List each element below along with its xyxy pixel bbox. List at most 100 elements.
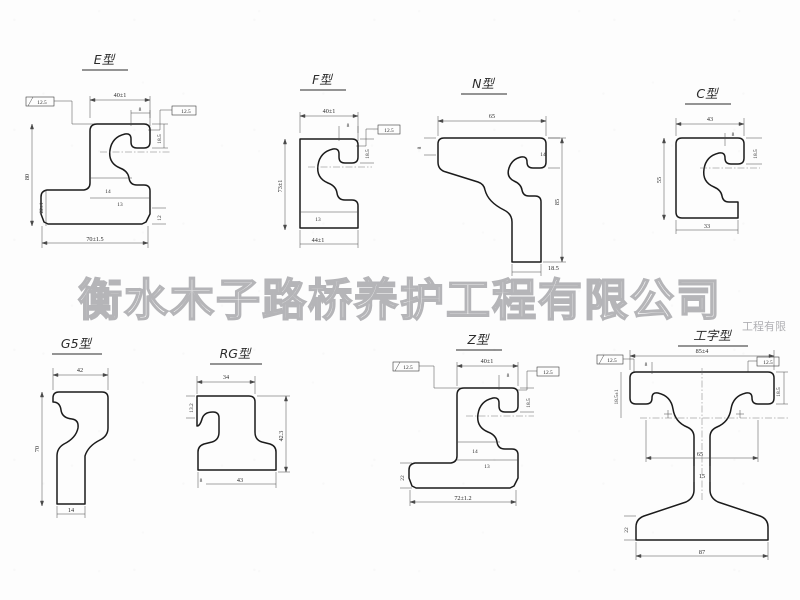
- watermark-small-text: 工程有限: [742, 320, 786, 333]
- svg-text:40±1: 40±1: [481, 358, 494, 365]
- svg-text:42.3: 42.3: [278, 431, 285, 442]
- profile-rg-outline: [196, 395, 277, 471]
- dim-e-bottom-width: 70±1.5: [41, 226, 149, 248]
- profile-n: N型 65 8 14: [417, 76, 566, 276]
- svg-text:13: 13: [484, 464, 490, 470]
- svg-text:72±1.2: 72±1.2: [454, 495, 471, 502]
- svg-text:12.5: 12.5: [607, 358, 617, 364]
- svg-text:33: 33: [704, 223, 710, 230]
- svg-text:85: 85: [554, 199, 561, 205]
- surface-finish-symbol: 12.5: [356, 124, 401, 147]
- svg-text:65: 65: [697, 451, 703, 458]
- dim-ibeam-left-total: 18.5±1: [614, 372, 622, 418]
- profile-e-title: E型: [94, 52, 116, 67]
- dim-ibeam-bottom-width: 87: [635, 542, 769, 560]
- dim-n-notch-height: 14: [540, 137, 560, 169]
- dim-n-left-thickness: 8: [417, 137, 436, 156]
- svg-text:13: 13: [117, 202, 123, 208]
- dim-e-left-total: 80: [24, 123, 34, 227]
- dim-e-top-width: 40±1: [89, 92, 151, 118]
- svg-text:8: 8: [507, 373, 510, 379]
- dim-n-right-height: 85: [543, 137, 566, 263]
- svg-text:85±4: 85±4: [696, 348, 709, 355]
- svg-text:18.5: 18.5: [365, 149, 371, 159]
- svg-text:44±1: 44±1: [312, 237, 325, 244]
- profile-rg: RG型 34 13.2 42.3: [186, 346, 290, 488]
- dim-e-top-small: 8: [130, 107, 151, 126]
- dim-n-top-width: 65: [437, 113, 547, 136]
- surface-finish-symbol-right: 12.5: [738, 356, 780, 373]
- profile-n-title: N型: [472, 76, 495, 91]
- profile-c-outline: [675, 137, 745, 219]
- svg-text:18.5: 18.5: [548, 265, 559, 272]
- dim-ibeam-waist-thickness: 15: [693, 466, 711, 482]
- svg-text:70±1.5: 70±1.5: [86, 236, 103, 243]
- svg-text:18.5: 18.5: [157, 134, 163, 144]
- svg-text:8: 8: [139, 107, 142, 113]
- svg-text:14: 14: [105, 189, 111, 195]
- profile-ibeam-outline: [629, 371, 775, 541]
- svg-text:14: 14: [472, 449, 478, 455]
- svg-text:12: 12: [157, 215, 163, 221]
- surface-finish-symbol-left: 12.5: [25, 96, 140, 125]
- svg-text:55: 55: [656, 177, 663, 183]
- dim-c-top-small: 8: [724, 132, 735, 146]
- dim-ibeam-right-height: 18.5: [776, 371, 788, 405]
- profile-rg-title: RG型: [220, 346, 252, 361]
- profile-f-title: F型: [312, 72, 333, 87]
- svg-text:15: 15: [699, 473, 705, 480]
- profile-g5-title: G5型: [61, 336, 93, 351]
- profile-e: E型 12.5 12.5: [24, 52, 197, 248]
- dim-ibeam-top-small: 8: [645, 362, 653, 374]
- dim-g5-left-height: 70: [34, 391, 44, 507]
- dim-c-right-height: 18.5: [746, 137, 762, 165]
- svg-text:14: 14: [68, 507, 74, 514]
- svg-text:8: 8: [200, 478, 203, 484]
- svg-text:22: 22: [624, 527, 630, 533]
- dim-e-right-height: 18.5: [152, 123, 168, 149]
- svg-text:42: 42: [77, 367, 83, 374]
- dim-z-top-width: 40±1: [456, 358, 519, 386]
- dim-z-right-height: 18.5: [520, 387, 534, 413]
- surface-finish-symbol-right: 12.5: [516, 366, 560, 391]
- dim-g5-bottom-width: 14: [56, 506, 86, 518]
- dim-f-inner: 13: [300, 211, 358, 223]
- svg-text:12.5: 12.5: [37, 100, 47, 106]
- dim-ibeam-top-width: 85±4: [629, 348, 775, 370]
- dim-f-bottom-width: 44±1: [299, 230, 359, 248]
- profile-z: Z型 12.5 12.5 40±1: [392, 332, 560, 506]
- svg-text:13.2: 13.2: [189, 403, 195, 413]
- svg-text:14: 14: [540, 152, 546, 158]
- svg-text:18.5: 18.5: [776, 387, 782, 397]
- profile-z-title: Z型: [466, 332, 490, 347]
- profile-c: C型 43 8 18.5: [656, 86, 762, 234]
- dim-c-top-width: 43: [675, 116, 745, 136]
- svg-text:8: 8: [417, 146, 423, 149]
- dim-z-top-small: 8: [498, 373, 510, 390]
- dim-ibeam-foot: 22: [624, 515, 636, 541]
- svg-text:12.5: 12.5: [384, 128, 394, 134]
- svg-text:18.5±1: 18.5±1: [614, 389, 620, 404]
- dim-c-bottom-width: 33: [675, 220, 739, 234]
- svg-text:18.5: 18.5: [753, 149, 759, 159]
- svg-text:12.5: 12.5: [181, 109, 191, 115]
- surface-finish-symbol-left: 12.5: [596, 354, 645, 373]
- dim-z-foot: 22: [400, 462, 412, 489]
- profile-g5: G5型 42 70 14: [34, 336, 109, 518]
- svg-text:12.5: 12.5: [763, 360, 773, 366]
- svg-text:43: 43: [237, 477, 243, 484]
- svg-text:12.5: 12.5: [543, 370, 553, 376]
- svg-text:8: 8: [645, 362, 648, 368]
- svg-text:8: 8: [347, 123, 350, 129]
- dim-z-bottom-width: 72±1.2: [409, 490, 517, 506]
- svg-text:40±1: 40±1: [114, 92, 127, 99]
- profile-ibeam-title: 工字型: [693, 328, 732, 343]
- svg-text:34: 34: [223, 374, 229, 381]
- svg-text:8: 8: [732, 132, 735, 138]
- surface-finish-symbol-right: 12.5: [148, 105, 197, 131]
- dim-f-top-small: 8: [338, 123, 359, 141]
- dim-e-left-lower: 22±1: [39, 190, 47, 226]
- dim-e-foot: 12: [152, 207, 166, 225]
- profile-n-outline: [437, 137, 547, 263]
- svg-text:70: 70: [34, 446, 41, 452]
